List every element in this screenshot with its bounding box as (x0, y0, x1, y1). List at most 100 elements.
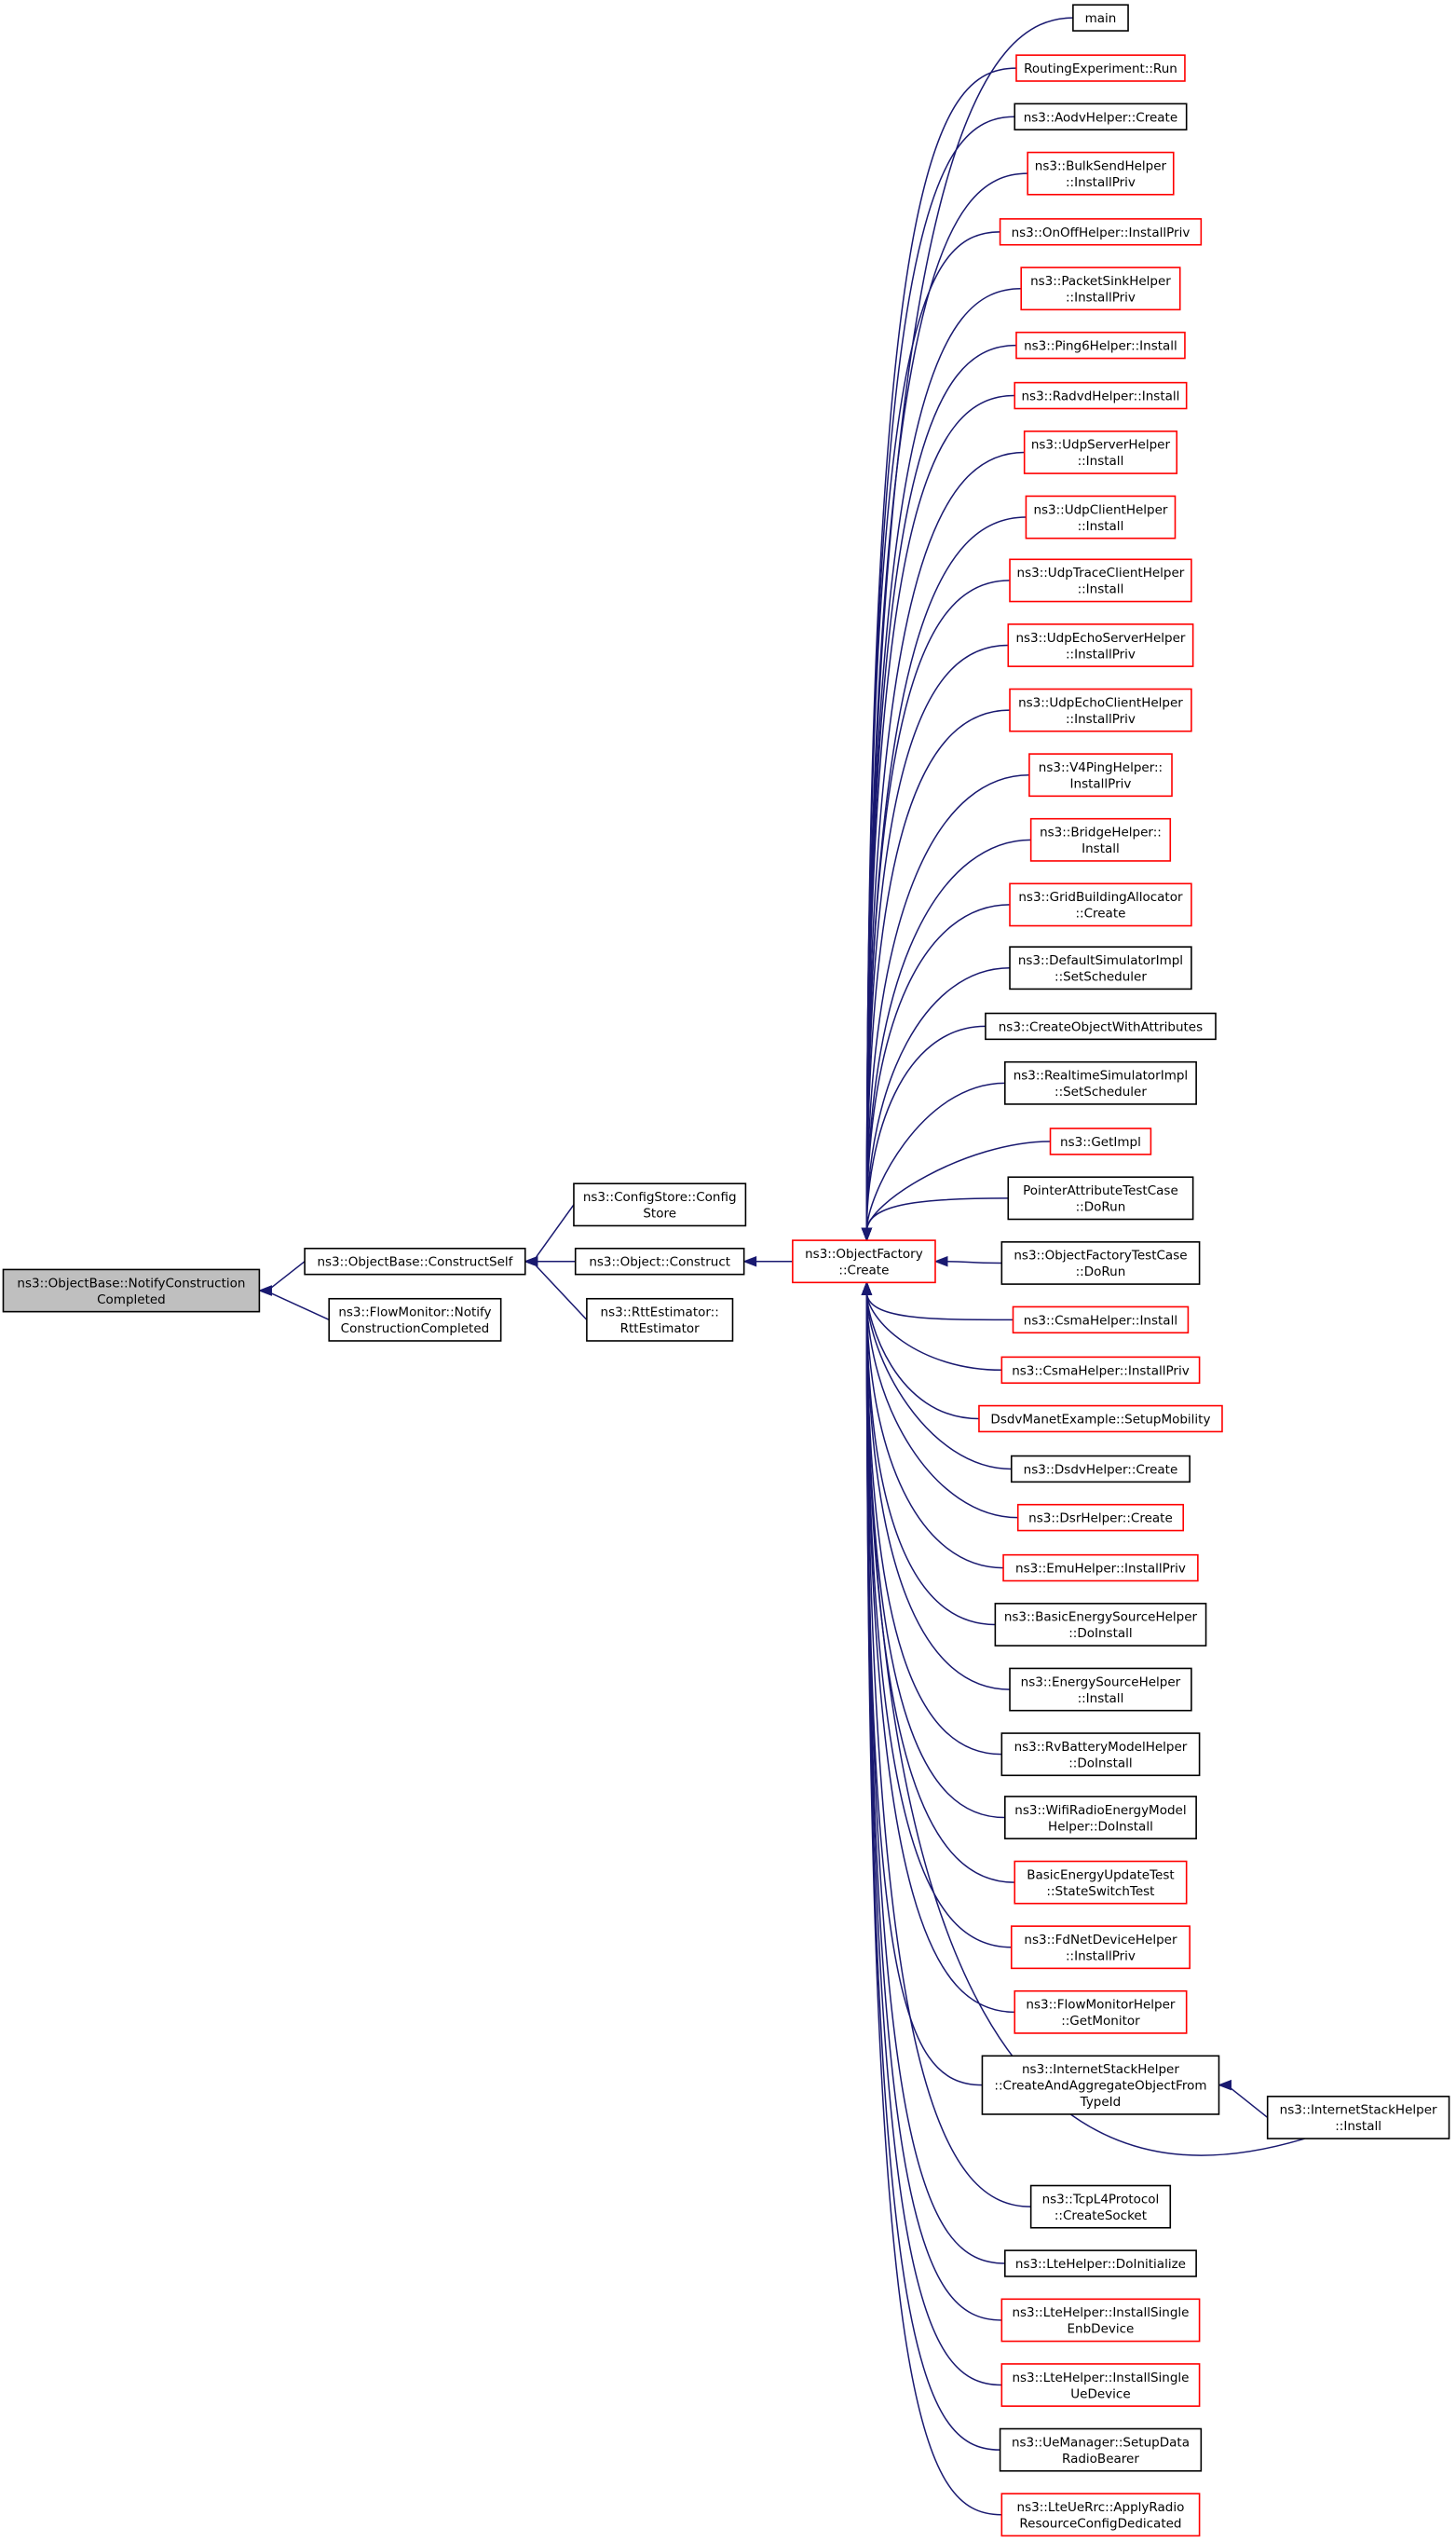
node-csmainstallpriv[interactable]: ns3::CsmaHelper::InstallPriv (1000, 1356, 1201, 1385)
node-box[interactable] (304, 1248, 526, 1276)
node-box[interactable] (1009, 946, 1192, 991)
node-aodv[interactable]: ns3::AodvHelper::Create (1014, 102, 1188, 131)
node-box[interactable] (1000, 2493, 1201, 2537)
node-box[interactable] (1028, 753, 1173, 798)
node-box[interactable] (1009, 558, 1192, 603)
node-getimpl[interactable]: ns3::GetImpl (1049, 1128, 1152, 1155)
node-flowmonitor[interactable]: ns3::FlowMonitor::NotifyConstructionComp… (328, 1297, 502, 1342)
node-box[interactable] (1000, 1356, 1201, 1385)
node-energysource[interactable]: ns3::EnergySourceHelper::Install (1009, 1667, 1192, 1712)
node-box[interactable] (1009, 688, 1192, 732)
node-packetsink[interactable]: ns3::PacketSinkHelper::InstallPriv (1020, 266, 1181, 311)
node-udpechoserver[interactable]: ns3::UdpEchoServerHelper::InstallPriv (1007, 623, 1194, 667)
node-box[interactable] (1029, 817, 1172, 862)
node-main[interactable]: main (1072, 4, 1129, 32)
node-box[interactable] (1000, 2298, 1201, 2343)
node-box[interactable] (1014, 1860, 1188, 1905)
node-basicenergyupdate[interactable]: BasicEnergyUpdateTest::StateSwitchTest (1014, 1860, 1188, 1905)
node-box[interactable] (999, 2427, 1203, 2472)
node-ltedoinit[interactable]: ns3::LteHelper::DoInitialize (1004, 2249, 1197, 2277)
node-box[interactable] (1015, 54, 1186, 82)
node-box[interactable] (586, 1297, 734, 1342)
node-box[interactable] (999, 218, 1203, 246)
node-inetinstall[interactable]: ns3::InternetStackHelper::Install (1266, 2096, 1450, 2139)
node-box[interactable] (1020, 266, 1181, 311)
node-box[interactable] (981, 2055, 1220, 2115)
node-constructself[interactable]: ns3::ObjectBase::ConstructSelf (304, 1248, 526, 1276)
node-objfactory[interactable]: ns3::ObjectFactory::Create (792, 1239, 936, 1284)
node-box[interactable] (1004, 1060, 1197, 1105)
node-tcpl4[interactable]: ns3::TcpL4Protocol::CreateSocket (1029, 2184, 1172, 2229)
node-box[interactable] (1000, 1732, 1201, 1777)
node-construct[interactable]: ns3::Object::Construct (574, 1248, 745, 1276)
node-box[interactable] (1004, 1796, 1197, 1839)
node-onoff[interactable]: ns3::OnOffHelper::InstallPriv (999, 218, 1203, 246)
node-box[interactable] (985, 1012, 1217, 1041)
node-box[interactable] (1010, 1925, 1191, 1970)
node-ping6[interactable]: ns3::Ping6Helper::Install (1015, 331, 1186, 360)
node-box[interactable] (1023, 430, 1178, 474)
node-box[interactable] (1029, 2184, 1172, 2229)
node-box[interactable] (573, 1182, 747, 1227)
node-v4ping[interactable]: ns3::V4PingHelper::InstallPriv (1028, 753, 1173, 798)
node-udpechoclient[interactable]: ns3::UdpEchoClientHelper::InstallPriv (1009, 688, 1192, 732)
node-box[interactable] (1014, 102, 1188, 131)
node-flowmonhelper[interactable]: ns3::FlowMonitorHelper::GetMonitor (1014, 1989, 1188, 2034)
node-bulksend[interactable]: ns3::BulkSendHelper::InstallPriv (1027, 151, 1175, 196)
node-box[interactable] (1009, 882, 1192, 927)
node-box[interactable] (1015, 331, 1186, 360)
node-box[interactable] (1049, 1128, 1152, 1155)
node-box[interactable] (1012, 1305, 1190, 1334)
node-realtimesim[interactable]: ns3::RealtimeSimulatorImpl::SetScheduler (1004, 1060, 1197, 1105)
node-box[interactable] (1002, 1553, 1199, 1582)
node-defaultsim[interactable]: ns3::DefaultSimulatorImpl::SetScheduler (1009, 946, 1192, 991)
node-lteuerrc[interactable]: ns3::LteUeRrc::ApplyRadioResourceConfigD… (1000, 2493, 1201, 2537)
node-box[interactable] (1016, 1503, 1184, 1532)
node-createobjattr[interactable]: ns3::CreateObjectWithAttributes (985, 1012, 1217, 1041)
node-box[interactable] (1014, 1989, 1188, 2034)
node-udpserver[interactable]: ns3::UdpServerHelper::Install (1023, 430, 1178, 474)
node-box[interactable] (2, 1268, 261, 1313)
node-box[interactable] (1266, 2096, 1450, 2139)
node-box[interactable] (1009, 1667, 1192, 1712)
node-dsdvhelper[interactable]: ns3::DsdvHelper::Create (1010, 1455, 1191, 1483)
node-box[interactable] (1000, 2363, 1201, 2407)
node-box[interactable] (1027, 151, 1175, 196)
node-box[interactable] (1000, 1241, 1201, 1285)
node-routingexp[interactable]: RoutingExperiment::Run (1015, 54, 1186, 82)
node-box[interactable] (994, 1603, 1207, 1647)
node-csmainstall[interactable]: ns3::CsmaHelper::Install (1012, 1305, 1190, 1334)
node-rttest[interactable]: ns3::RttEstimator::RttEstimator (586, 1297, 734, 1342)
node-gridbuilding[interactable]: ns3::GridBuildingAllocator::Create (1009, 882, 1192, 927)
node-box[interactable] (1010, 1455, 1191, 1483)
node-box[interactable] (1025, 495, 1177, 540)
node-inetcreate[interactable]: ns3::InternetStackHelper::CreateAndAggre… (981, 2055, 1220, 2115)
node-box[interactable] (1007, 1176, 1194, 1221)
node-fdnet[interactable]: ns3::FdNetDeviceHelper::InstallPriv (1010, 1925, 1191, 1970)
node-emuhelper[interactable]: ns3::EmuHelper::InstallPriv (1002, 1553, 1199, 1582)
node-udpclient[interactable]: ns3::UdpClientHelper::Install (1025, 495, 1177, 540)
node-configstore[interactable]: ns3::ConfigStore::ConfigStore (573, 1182, 747, 1227)
node-radvd[interactable]: ns3::RadvdHelper::Install (1014, 381, 1188, 410)
node-box[interactable] (1007, 623, 1194, 667)
node-wifiradio[interactable]: ns3::WifiRadioEnergyModelHelper::DoInsta… (1004, 1796, 1197, 1839)
node-box[interactable] (328, 1297, 502, 1342)
node-box[interactable] (1072, 4, 1129, 32)
node-basicenergy[interactable]: ns3::BasicEnergySourceHelper::DoInstall (994, 1603, 1207, 1647)
node-objfactorytest[interactable]: ns3::ObjectFactoryTestCase::DoRun (1000, 1241, 1201, 1285)
node-box[interactable] (574, 1248, 745, 1276)
node-box[interactable] (1004, 2249, 1197, 2277)
node-box[interactable] (1014, 381, 1188, 410)
node-rvbattery[interactable]: ns3::RvBatteryModelHelper::DoInstall (1000, 1732, 1201, 1777)
node-pointerattr[interactable]: PointerAttributeTestCase::DoRun (1007, 1176, 1194, 1221)
node-dsrhelper[interactable]: ns3::DsrHelper::Create (1016, 1503, 1184, 1532)
node-notify[interactable]: ns3::ObjectBase::NotifyConstructionCompl… (2, 1268, 261, 1313)
node-bridge[interactable]: ns3::BridgeHelper::Install (1029, 817, 1172, 862)
node-box[interactable] (792, 1239, 936, 1284)
node-dsdvmanet[interactable]: DsdvManetExample::SetupMobility (978, 1404, 1223, 1433)
node-udptrace[interactable]: ns3::UdpTraceClientHelper::Install (1009, 558, 1192, 603)
node-box[interactable] (978, 1404, 1223, 1433)
